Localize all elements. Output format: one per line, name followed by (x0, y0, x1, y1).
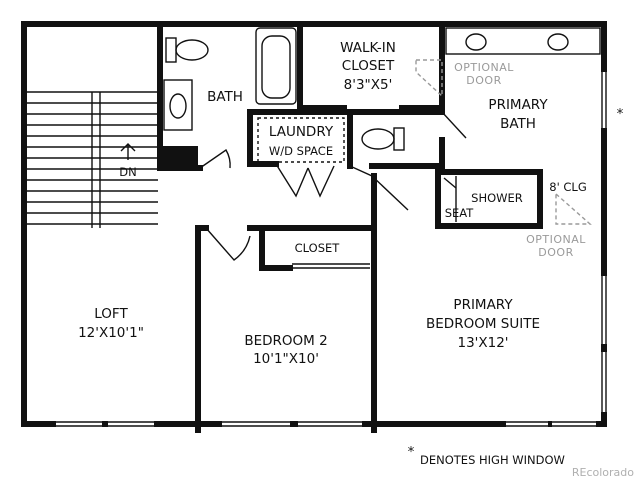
exterior-windows (56, 72, 608, 428)
walk-in-closet-name-1: WALK-IN (340, 40, 396, 56)
watermark-brand: REcolorado (572, 466, 634, 479)
primary-bath-fixtures (361, 27, 601, 151)
legend-symbol: * (408, 444, 415, 460)
primary-bath-name-1: PRIMARY (488, 97, 548, 113)
loft-name: LOFT (94, 306, 128, 322)
primary-bath-name-2: BATH (500, 116, 536, 132)
bedroom2-size: 10'1"X10' (253, 351, 319, 367)
closet-name: CLOSET (295, 241, 341, 255)
ceiling-height: 8' CLG (549, 180, 586, 194)
shower-name: SHOWER (471, 191, 523, 205)
laundry-note: W/D SPACE (269, 144, 333, 158)
optional-door-label-4: DOOR (538, 246, 573, 259)
walk-in-closet-size: 8'3"X5' (344, 77, 393, 93)
optional-doors (415, 59, 592, 225)
shower-seat: SEAT (445, 206, 475, 220)
laundry-area-outline (257, 117, 345, 163)
interior-walls (157, 21, 543, 433)
exterior-walls (21, 21, 607, 427)
walk-in-closet-name-2: CLOSET (342, 58, 395, 74)
laundry-name: LAUNDRY (269, 124, 334, 140)
doors (199, 111, 467, 269)
loft-size: 12'X10'1" (78, 325, 144, 341)
stairs-direction: DN (119, 165, 136, 179)
room-labels: WALK-IN CLOSET 8'3"X5' BATH PRIMARY BATH… (78, 40, 587, 367)
primary-bedroom-name-1: PRIMARY (453, 297, 513, 313)
stairs (26, 91, 158, 228)
legend-text: DENOTES HIGH WINDOW (420, 453, 565, 467)
optional-door-label-1: OPTIONAL (454, 61, 514, 74)
bath-fixtures (162, 27, 297, 168)
optional-door-label-2: DOOR (466, 74, 501, 87)
shower-seat-shape (443, 177, 457, 189)
primary-bedroom-name-2: BEDROOM SUITE (426, 316, 540, 332)
optional-door-label-3: OPTIONAL (526, 233, 586, 246)
bath-name: BATH (207, 89, 243, 105)
bedroom2-name: BEDROOM 2 (244, 333, 327, 349)
primary-bedroom-size: 13'X12' (457, 335, 508, 351)
high-window-marker: * (617, 106, 624, 122)
